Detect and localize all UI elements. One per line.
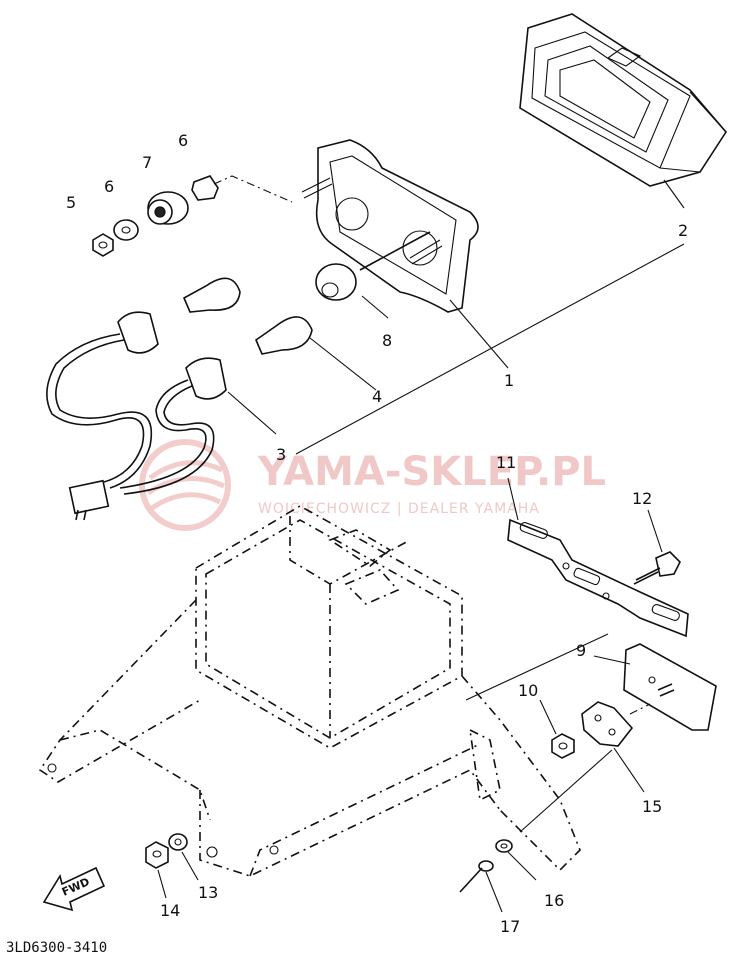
washer-13 [168,833,188,851]
leader-12 [647,509,663,553]
leader-11 [507,477,519,521]
hardware-set [92,175,219,257]
callout-17: 17 [500,917,520,936]
rear-frame-phantom [38,505,581,877]
bulb-lower [255,316,313,355]
callout-6-left: 6 [104,177,114,196]
leader-14 [157,869,167,899]
callout-5: 5 [66,193,76,212]
tail-lamp-lens [519,13,727,187]
leader-stay-frame [519,749,613,833]
leader-1 [449,299,509,369]
leader-9 [593,655,631,665]
bolt [633,551,681,585]
callout-10: 10 [518,681,538,700]
leader-13 [181,851,199,881]
bulb-upper [182,277,241,313]
leader-2 [663,179,685,209]
license-plate-pad [623,643,717,731]
leader-8 [361,295,389,319]
callout-15: 15 [642,797,662,816]
washer-16 [495,839,513,853]
leader-15 [613,747,645,793]
grommet [315,263,357,301]
leader-3 [227,391,277,435]
screw [459,860,494,893]
callout-7: 7 [142,153,152,172]
callout-1: 1 [504,371,514,390]
forward-arrow-icon: FWD [42,866,106,912]
callout-2: 2 [678,221,688,240]
leader-assembly [295,243,685,455]
leader-16 [507,851,537,881]
watermark-subtitle: WOJCIECHOWICZ | DEALER YAMAHA [258,501,540,517]
callout-11: 11 [496,453,516,472]
callout-16: 16 [544,891,564,910]
watermark: YAMA-SKLEP.PL WOJCIECHOWICZ | DEALER YAM… [139,439,606,531]
stay [581,701,634,747]
callout-13: 13 [198,883,218,902]
callouts: 1 2 3 4 5 6 7 6 8 9 10 11 12 13 14 15 16… [66,131,688,936]
socket-cord-assembly [46,311,227,521]
callout-4: 4 [372,387,382,406]
watermark-logo-icon [139,439,231,531]
callout-6-right: 6 [178,131,188,150]
watermark-title: YAMA-SKLEP.PL [257,449,606,495]
nut [551,733,575,759]
callout-14: 14 [160,901,180,920]
leader-4 [309,337,377,391]
license-bracket [507,518,689,638]
lamp-housing [301,139,479,313]
leader-17 [485,871,503,913]
callout-3: 3 [276,445,286,464]
callout-8: 8 [382,331,392,350]
nut-14 [145,841,169,869]
callout-9: 9 [576,641,586,660]
callout-12: 12 [632,489,652,508]
leader-6-top [213,175,293,203]
leader-15-pad [629,703,651,715]
leader-frame-bracket [465,633,609,701]
diagram-code: 3LD6300-3410 [6,940,107,956]
leader-10 [539,699,557,735]
